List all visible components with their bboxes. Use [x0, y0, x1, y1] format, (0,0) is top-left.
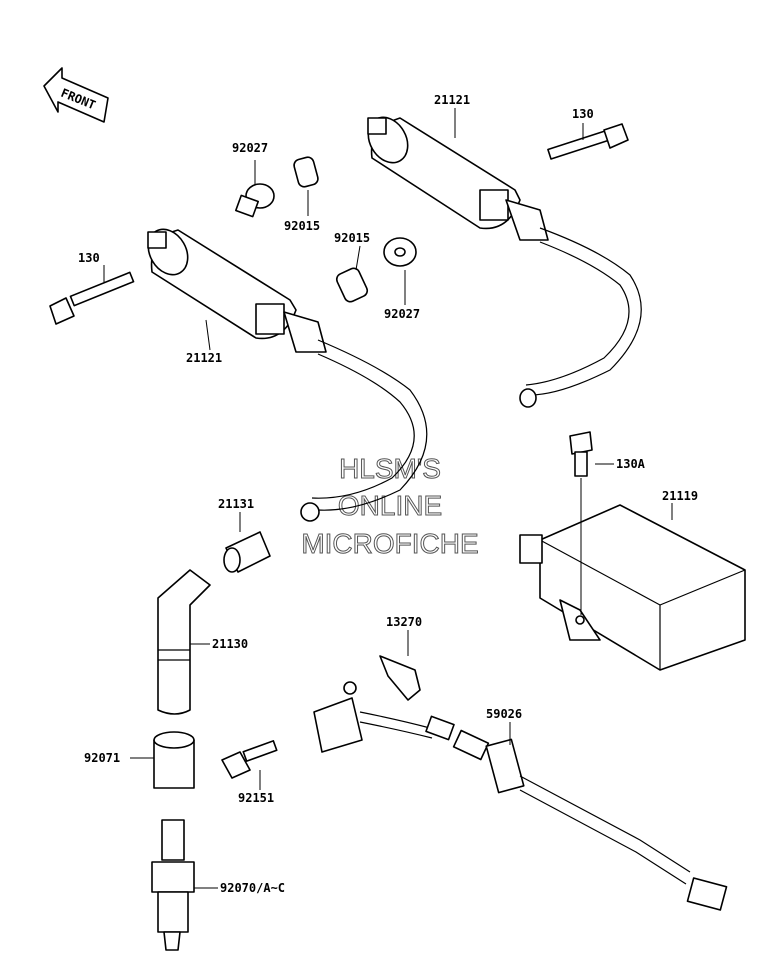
spark-plug	[151, 819, 195, 951]
bolt-130-top	[547, 123, 629, 160]
label-92071: 92071	[84, 751, 120, 765]
label-92015-top: 92015	[284, 219, 320, 233]
cap-21131	[223, 531, 271, 573]
harness-59026	[452, 729, 728, 911]
seal-92071	[153, 731, 195, 789]
label-130A: 130A	[616, 457, 646, 471]
label-130-left: 130	[78, 251, 100, 265]
watermark: HLSM'S ONLINE MICROFICHE	[301, 453, 479, 560]
label-21121-top: 21121	[434, 93, 470, 107]
ignition-coil-right	[367, 116, 642, 408]
label-92027-top: 92027	[232, 141, 268, 155]
label-92015-mid: 92015	[334, 231, 370, 245]
pickup-coil	[313, 681, 455, 753]
label-21131: 21131	[218, 497, 254, 511]
part-labels: 92027 92015 92015 92027 21121 130 130 21…	[78, 93, 698, 895]
label-92027-mid: 92027	[384, 307, 420, 321]
front-arrow-icon: FRONT	[43, 67, 109, 123]
plug-cap-21130	[157, 569, 211, 715]
label-59026: 59026	[486, 707, 522, 721]
bolt-92151	[221, 740, 278, 779]
bracket-13270	[379, 655, 421, 701]
label-13270: 13270	[386, 615, 422, 629]
collar-92015-top	[293, 156, 319, 188]
collar-92015-mid	[335, 267, 369, 303]
watermark-line-3: MICROFICHE	[301, 528, 478, 559]
label-130-top: 130	[572, 107, 594, 121]
label-21130: 21130	[212, 637, 248, 651]
collar-92027-top	[235, 183, 275, 218]
bolt-130A	[569, 431, 593, 615]
bolt-130-left	[49, 271, 135, 325]
ignition-coil-left	[147, 228, 428, 522]
label-92151: 92151	[238, 791, 274, 805]
label-21121-left: 21121	[186, 351, 222, 365]
label-92070: 92070/A~C	[220, 881, 285, 895]
washer-92027-mid	[383, 237, 417, 267]
igniter-box	[519, 504, 746, 671]
label-21119: 21119	[662, 489, 698, 503]
leader-lines	[103, 108, 673, 889]
